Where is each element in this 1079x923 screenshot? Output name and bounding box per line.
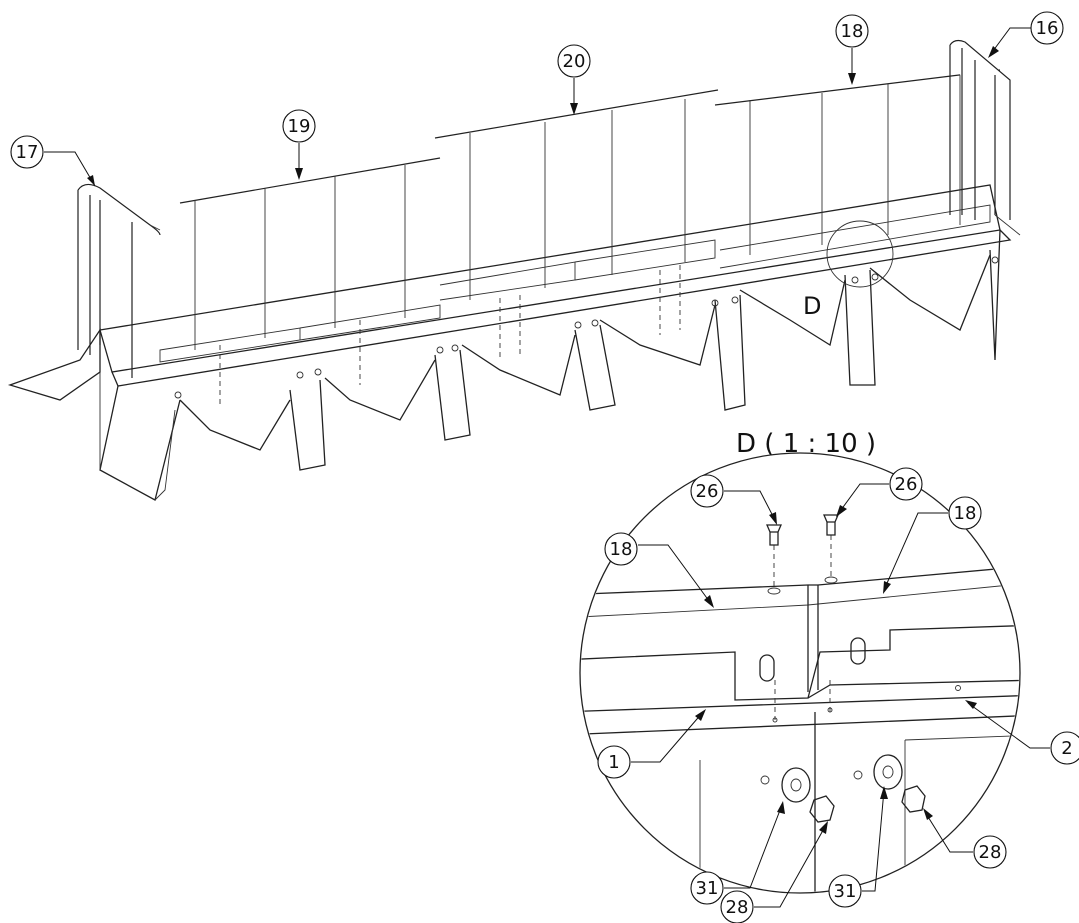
- balloon-20: 20: [557, 44, 591, 115]
- balloon-31-right: 31: [828, 786, 888, 908]
- balloon-20-label: 20: [563, 51, 586, 72]
- balloon-26-left-label: 26: [696, 481, 719, 502]
- balloon-1-label: 1: [608, 752, 619, 773]
- detail-marker-label: D: [803, 292, 821, 320]
- balloon-17: 17: [10, 135, 96, 187]
- balloon-18-detail-right: 18: [883, 496, 982, 594]
- balloon-28-right-label: 28: [979, 842, 1002, 863]
- balloon-18-main: 18: [835, 14, 869, 85]
- platform-assembly: D: [7, 39, 1021, 501]
- balloon-18-main-label: 18: [841, 21, 864, 42]
- balloon-31-left-label: 31: [696, 878, 719, 899]
- balloon-2: 2: [965, 700, 1079, 765]
- balloon-19: 19: [282, 109, 316, 180]
- balloon-18-detail-left-label: 18: [610, 539, 633, 560]
- balloon-2-label: 2: [1061, 738, 1072, 759]
- balloon-26-right-label: 26: [895, 474, 918, 495]
- balloon-19-label: 19: [288, 116, 311, 137]
- balloon-16: 16: [988, 11, 1064, 58]
- balloon-18-detail-left: 18: [604, 532, 714, 608]
- balloon-18-detail-right-label: 18: [954, 503, 977, 524]
- balloon-17-label: 17: [16, 142, 39, 163]
- balloon-28-left: 28: [720, 821, 828, 923]
- balloon-1: 1: [597, 709, 706, 779]
- balloon-28-left-label: 28: [726, 897, 749, 918]
- balloon-26-right: 26: [836, 467, 923, 517]
- detail-view-d: [579, 452, 1021, 894]
- balloon-31-left: 31: [690, 801, 785, 905]
- balloon-28-right: 28: [923, 808, 1007, 869]
- balloon-31-right-label: 31: [834, 881, 857, 902]
- balloon-26-left: 26: [690, 474, 777, 525]
- detail-view-title: D ( 1 : 10 ): [736, 429, 876, 459]
- balloon-16-label: 16: [1036, 18, 1059, 39]
